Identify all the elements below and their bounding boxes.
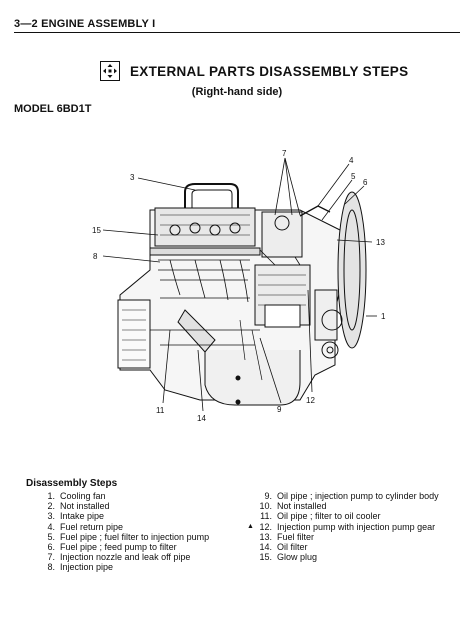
callout-11: 11 — [156, 406, 165, 415]
list-item: 1. Cooling fan — [40, 491, 240, 501]
callout-8: 8 — [93, 252, 98, 261]
callout-13: 13 — [376, 238, 385, 247]
section-header-text: 3—2 ENGINE ASSEMBLY I — [14, 18, 156, 30]
list-item: 2. Not installed — [40, 501, 240, 511]
step-marker — [247, 491, 257, 501]
step-text: Cooling fan — [60, 491, 106, 501]
list-item: 13. Fuel filter — [247, 532, 467, 542]
steps-list-left: 1. Cooling fan 2. Not installed 3. Intake p… — [40, 491, 240, 573]
step-number: 9. — [264, 491, 272, 501]
step-number: 5. — [47, 531, 55, 542]
engine-diagram: 3 15 8 7 4 5 6 13 1 12 9 11 14 — [92, 149, 386, 423]
step-number: 12. — [259, 521, 272, 532]
callout-4: 4 — [349, 156, 354, 165]
callout-6: 6 — [363, 178, 368, 187]
disassembly-icon — [100, 61, 120, 81]
step-text: Injection pump with injection pump gear — [277, 521, 436, 532]
list-item: 7. Injection nozzle and leak off pipe — [40, 552, 240, 562]
list-item: 9. Oil pipe ; injection pump to cylinder … — [247, 491, 467, 501]
list-item: 3. Intake pipe — [40, 511, 240, 521]
list-item: ▲ 12. Injection pump with injection pump g… — [247, 522, 467, 532]
page-title: EXTERNAL PARTS DISASSEMBLY STEPS — [130, 63, 409, 79]
step-marker — [247, 542, 257, 552]
step-text: Injection nozzle and leak off pipe — [60, 552, 191, 563]
step-number: 4. — [47, 521, 55, 532]
step-number: 1. — [47, 491, 55, 501]
callout-leaders — [102, 157, 377, 412]
step-number: 6. — [47, 542, 55, 553]
step-text: Oil pipe ; filter to oil cooler — [277, 511, 381, 522]
callout-1: 1 — [381, 312, 386, 321]
list-item: 10. Not installed — [247, 501, 467, 511]
callout-3: 3 — [130, 173, 135, 182]
callout-14: 14 — [197, 414, 206, 423]
step-marker — [247, 532, 257, 542]
list-item: 5. Fuel pipe ; fuel filter to injection p… — [40, 532, 240, 542]
callout-5: 5 — [351, 172, 356, 181]
list-item: 8. Injection pipe — [40, 562, 240, 572]
engine-illustration — [117, 183, 367, 406]
step-text: Oil filter — [277, 542, 308, 553]
step-number: 10. — [259, 501, 272, 512]
step-marker: ▲ — [247, 522, 254, 530]
list-item: 4. Fuel return pipe — [40, 522, 240, 532]
step-number: 3. — [47, 511, 55, 522]
step-number: 11. — [260, 511, 272, 522]
step-text: Fuel filter — [277, 531, 315, 542]
step-text: Fuel pipe ; feed pump to filter — [60, 542, 177, 553]
step-text: Intake pipe — [60, 511, 105, 522]
step-text: Fuel pipe ; fuel filter to injection pum… — [60, 531, 210, 542]
step-number: 15. — [259, 552, 272, 563]
step-number: 14. — [259, 542, 272, 553]
step-marker — [247, 511, 257, 521]
callout-7: 7 — [282, 149, 287, 158]
callout-9: 9 — [277, 405, 282, 414]
step-marker — [247, 501, 257, 511]
list-item: 14. Oil filter — [247, 542, 467, 552]
step-text: Not installed — [60, 501, 110, 512]
list-item: 15. Glow plug — [247, 552, 467, 562]
model-label: MODEL 6BD1T — [14, 103, 92, 115]
page-title-row: EXTERNAL PARTS DISASSEMBLY STEPS — [100, 60, 408, 82]
callout-12: 12 — [306, 396, 315, 405]
step-text: Fuel return pipe — [60, 521, 124, 532]
step-text: Not installed — [277, 501, 327, 512]
steps-title: Disassembly Steps — [26, 478, 118, 489]
list-item: 11. Oil pipe ; filter to oil cooler — [247, 511, 467, 521]
callout-15: 15 — [92, 226, 101, 235]
callout-labels: 3 15 8 7 4 5 6 13 1 12 9 11 14 — [92, 149, 386, 423]
step-number: 2. — [47, 501, 55, 512]
steps-list-right: 9. Oil pipe ; injection pump to cylinder … — [247, 491, 467, 562]
step-text: Injection pipe — [60, 562, 114, 573]
step-text: Glow plug — [277, 552, 318, 563]
step-text: Oil pipe ; injection pump to cylinder bo… — [277, 491, 439, 501]
step-marker — [247, 552, 257, 562]
page-subtitle: (Right-hand side) — [191, 86, 283, 98]
step-number: 13. — [259, 531, 272, 542]
section-header: 3—2 ENGINE ASSEMBLY I — [14, 18, 460, 33]
step-number: 7. — [47, 552, 55, 563]
step-number: 8. — [47, 562, 55, 573]
list-item: 6. Fuel pipe ; feed pump to filter — [40, 542, 240, 552]
